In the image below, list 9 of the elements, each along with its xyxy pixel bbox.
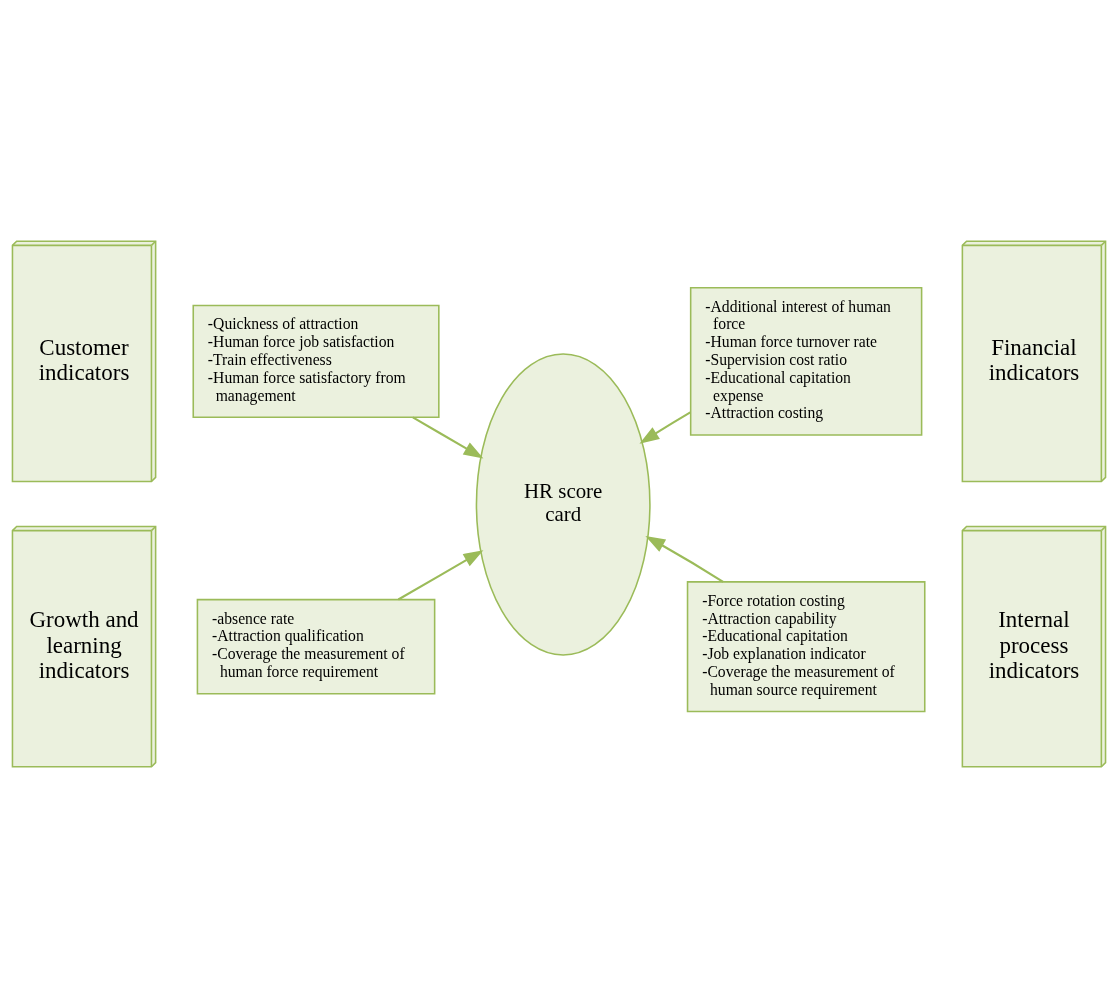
node-box: -absence rate -Attraction qualification -Coverage the measurement of human force requirement xyxy=(196,598,436,695)
arrow xyxy=(639,411,691,444)
arrow xyxy=(645,535,724,583)
node-box: -Additional interest of human force -Human force turnover rate -Supervision cost ratio -Educational capitation expense -Attraction costing xyxy=(689,286,923,436)
arrow xyxy=(412,416,484,459)
node-box: -Quickness of attraction -Human force job satisfaction -Train effectiveness -Human force satisfactory from management xyxy=(192,304,440,419)
arrow xyxy=(397,550,484,601)
node-ellipse: HR scorecard xyxy=(475,353,651,656)
node-box: -Force rotation costing -Attraction capability -Educational capitation -Job explanation indicator -Coverage the measurement of human source requirement xyxy=(686,581,926,713)
